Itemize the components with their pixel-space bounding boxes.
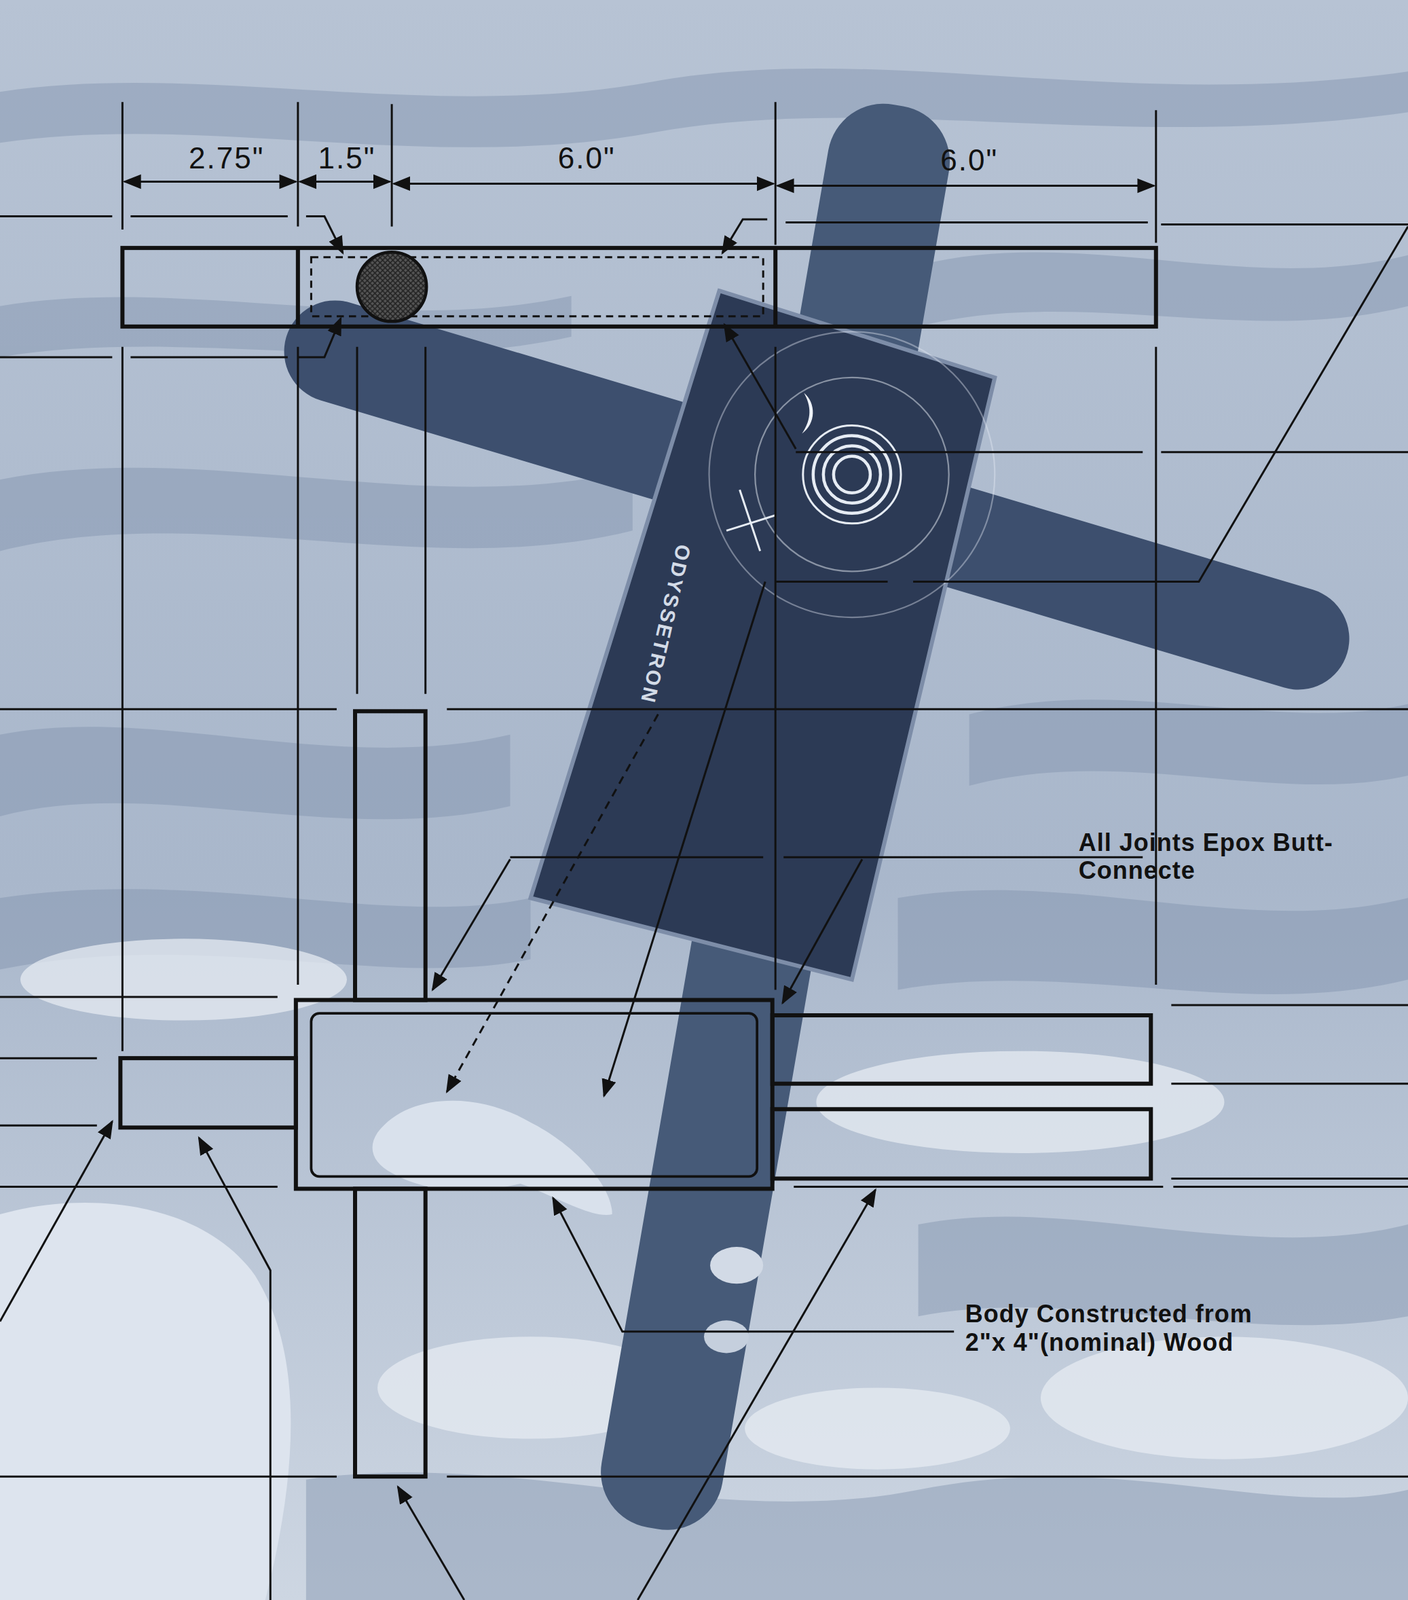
top-view-outline [122,247,1156,327]
brand-text: ODYSSETRON [635,542,696,707]
hand [372,1100,613,1215]
leader-arrow [782,858,863,1003]
leader-arrow [724,324,796,449]
dimension-line [777,184,1155,187]
top-view [122,247,1156,327]
joint-line [298,247,776,327]
ring [803,425,901,524]
propeller [704,1319,749,1353]
ring [823,446,881,504]
extension-line [0,355,288,358]
dimension-label: 6.0" [558,141,616,176]
leader-arrow [432,858,510,990]
wave [0,726,510,819]
device-panel [530,290,996,979]
crescent [801,392,813,434]
left-stub [120,1057,296,1127]
wave [969,699,1408,786]
leader-arrow [604,581,766,1096]
extension-line [296,101,299,985]
body-block [295,999,773,1189]
wave [306,1471,1408,1600]
leader-arrow [198,1137,271,1600]
extension-line [774,101,777,990]
wave [898,890,1408,994]
right-arm [772,1014,1152,1084]
front-view [120,710,1151,1476]
extension-line [0,1475,1408,1478]
extension-line [121,101,124,1051]
symbol [726,489,776,551]
leader-arrow [553,1197,955,1332]
leader-arrow [298,318,341,358]
leader-arrows [0,216,954,1600]
dimension-label: 2.75" [188,141,265,176]
extension-line [1171,1004,1408,1178]
dowel-section [357,251,427,322]
extension-line [795,450,1408,453]
extension-line [0,215,288,218]
propeller [710,1246,764,1284]
extension-line [0,708,1408,711]
foam-patch [744,1386,1011,1469]
note: Body Constructed from 2"x 4"(nominal) Wo… [965,1299,1288,1356]
dimension-label: 1.5" [318,141,377,176]
ring [754,377,950,571]
extension-line [357,346,426,694]
post-lower [355,1188,426,1476]
post-upper [355,710,426,1000]
right-arm [772,1108,1152,1178]
dimension-line [300,180,390,183]
ring [833,456,871,493]
extension-line [509,856,1143,859]
dimension-line [124,180,296,183]
extension-line [391,103,394,227]
extension-line [785,222,1408,225]
leader-arrow [0,1120,113,1322]
extension-line [0,996,278,1125]
waves [0,68,1408,1600]
ring [813,435,891,514]
wave [0,68,1408,148]
extension-lines [0,101,1408,1476]
dimension-lines [124,181,1154,186]
leader-arrow [446,714,658,1092]
dimension-line [393,182,774,185]
body-inner [310,1012,757,1176]
leader-line [775,226,1408,582]
foam-patch [816,1050,1225,1153]
leader-arrow [637,1189,876,1600]
dimension-label: 6.0" [940,143,998,178]
wave [0,467,633,552]
note: All Joints Epox Butt-Connecte [1078,828,1402,885]
diver-head [0,1202,291,1600]
wave [918,251,1408,326]
leader-arrow [397,1486,465,1600]
